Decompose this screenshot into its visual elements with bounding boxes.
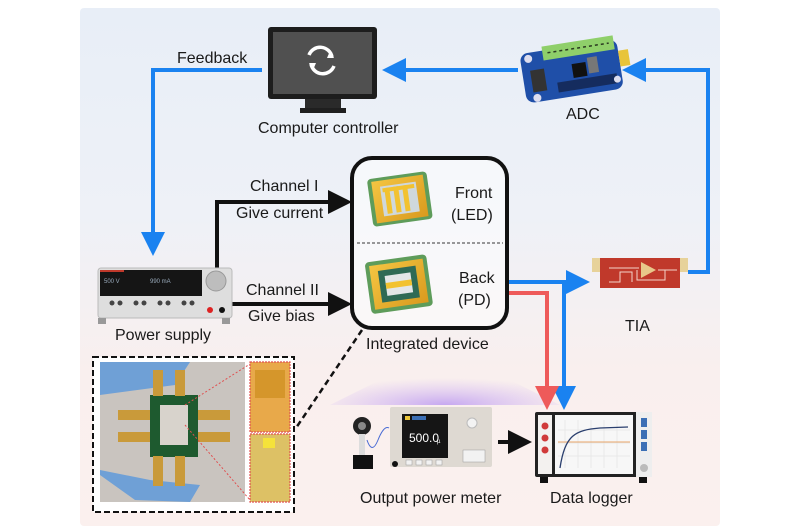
zoom-leader-line — [294, 329, 364, 429]
pd-to-logger-red-arrow — [508, 291, 559, 410]
adc-board[interactable] — [519, 33, 634, 103]
front-label: Front — [455, 185, 493, 202]
power-supply-label: Power supply — [115, 327, 212, 344]
data-logger[interactable] — [535, 412, 652, 483]
channel1-arrow — [215, 190, 352, 270]
tia-to-adc-arrow — [622, 58, 710, 274]
led-chip-image — [367, 171, 433, 227]
power-meter-reading: 500.0 — [409, 431, 439, 445]
light-glow — [330, 360, 560, 405]
power-meter-unit: µ — [437, 439, 441, 445]
computer-monitor[interactable] — [268, 27, 377, 113]
integrated-device[interactable] — [350, 156, 509, 330]
logger-response-curve — [559, 426, 629, 469]
feedback-label: Feedback — [177, 50, 248, 67]
power-supply[interactable] — [97, 267, 233, 324]
front-sub-label: (LED) — [451, 207, 493, 224]
power-meter-label: Output power meter — [360, 490, 502, 507]
power-supply-voltage-readout: 500 V — [104, 279, 120, 285]
integrated-device-label: Integrated device — [366, 336, 489, 353]
pd-chip-image — [365, 254, 433, 314]
back-sub-label: (PD) — [458, 292, 491, 309]
feedback-arrow — [141, 68, 262, 256]
data-logger-label: Data logger — [550, 490, 633, 507]
channel2-sub-label: Give bias — [248, 308, 315, 325]
adc-label: ADC — [566, 106, 600, 123]
tia-module[interactable] — [592, 258, 688, 288]
tia-label: TIA — [625, 318, 650, 335]
device-photo-inset — [92, 356, 295, 513]
power-meter[interactable] — [353, 407, 492, 469]
power-supply-current-readout: 990 mA — [150, 279, 171, 285]
channel1-label: Channel I — [250, 178, 319, 195]
channel2-label: Channel II — [246, 282, 319, 299]
back-label: Back — [459, 270, 495, 287]
refresh-icon — [307, 45, 336, 76]
computer-controller-label: Computer controller — [258, 120, 399, 137]
channel1-sub-label: Give current — [236, 205, 324, 222]
